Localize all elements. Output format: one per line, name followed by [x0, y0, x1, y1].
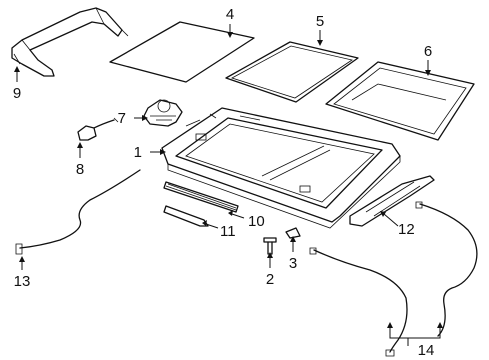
leaders	[14, 24, 443, 346]
callout-12: 12	[398, 221, 415, 238]
callout-7: 7	[118, 110, 126, 127]
callout-4: 4	[226, 6, 234, 23]
callout-10: 10	[248, 213, 265, 230]
part-14-rear-hoses	[309, 201, 478, 357]
callout-2: 2	[266, 271, 274, 288]
callout-5: 5	[316, 13, 324, 30]
callout-14: 14	[418, 342, 435, 359]
part-3-clip	[285, 227, 301, 239]
callout-9: 9	[13, 85, 21, 102]
part-5-seal	[225, 41, 359, 103]
callout-8: 8	[76, 161, 84, 178]
callout-6: 6	[424, 43, 432, 60]
part-13-front-hose	[15, 169, 141, 255]
part-9-deflector	[11, 7, 129, 77]
part-12-crossmember	[349, 175, 435, 227]
part-7-motor	[143, 99, 183, 127]
part-1-frame	[161, 107, 401, 229]
part-6-sunshade	[325, 61, 475, 141]
part-11-guide	[163, 205, 209, 227]
part-4-glass	[109, 21, 255, 83]
callout-3: 3	[289, 255, 297, 272]
part-8-connector	[77, 117, 119, 141]
callout-1: 1	[134, 144, 142, 161]
callout-11: 11	[220, 223, 236, 240]
callout-labels: 1 2 3 4 5 6 7 8 9 10 11 12 13 14	[13, 6, 435, 359]
callout-13: 13	[14, 273, 31, 290]
part-2-bolt	[263, 237, 277, 255]
part-10-rail	[163, 181, 239, 213]
